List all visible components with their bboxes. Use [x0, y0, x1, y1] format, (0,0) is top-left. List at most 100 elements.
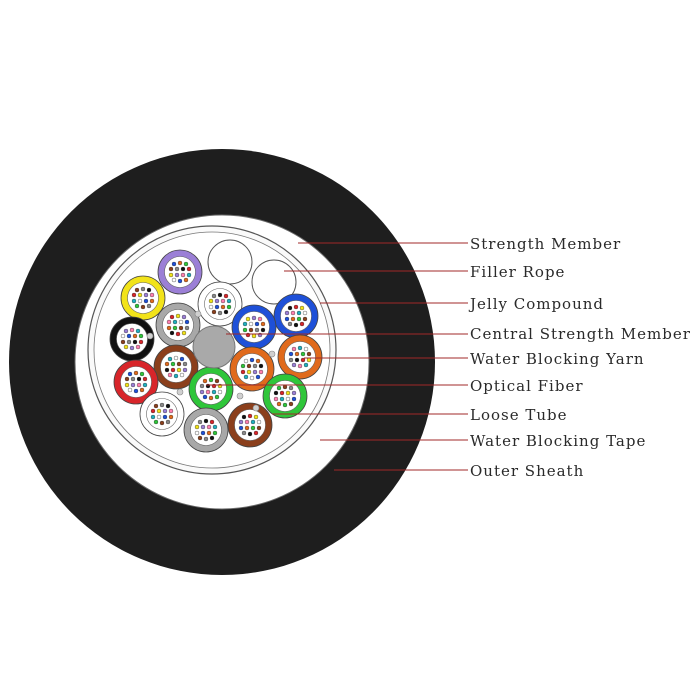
optical-fiber [169, 314, 175, 320]
optical-fiber [291, 346, 297, 352]
loose-tube [139, 391, 185, 437]
optical-fiber [139, 371, 145, 377]
optical-fiber [211, 389, 217, 395]
optical-fiber [247, 413, 253, 419]
optical-fiber [212, 430, 218, 436]
optical-fiber [241, 414, 247, 420]
optical-fiber [173, 355, 179, 361]
loose-tube-group [109, 239, 323, 453]
optical-fiber [245, 316, 251, 322]
optical-fiber [220, 298, 226, 304]
optical-fiber [250, 419, 256, 425]
optical-fiber [306, 357, 312, 363]
optical-fiber [217, 389, 223, 395]
optical-fiber [258, 363, 264, 369]
optical-fiber [146, 303, 152, 309]
optical-fiber [279, 390, 285, 396]
optical-fiber [209, 435, 215, 441]
optical-fiber [252, 369, 258, 375]
label-water-blocking-yarn: Water Blocking Yarn [470, 350, 645, 368]
optical-fiber [279, 396, 285, 402]
optical-fiber [180, 266, 186, 272]
optical-fiber [226, 304, 232, 310]
optical-fiber [170, 367, 176, 373]
optical-fiber [136, 376, 142, 382]
water-blocking-yarn [146, 310, 276, 412]
optical-fiber [242, 321, 248, 327]
optical-fiber [257, 316, 263, 322]
optical-fiber [130, 376, 136, 382]
optical-fiber [130, 382, 136, 388]
optical-fiber [182, 367, 188, 373]
loose-tube [188, 366, 234, 412]
optical-fiber [300, 357, 306, 363]
optical-fiber [291, 362, 297, 368]
optical-fiber [136, 382, 142, 388]
optical-fiber [197, 419, 203, 425]
central-strength-member [192, 325, 236, 369]
optical-fiber [254, 327, 260, 333]
optical-fiber [194, 424, 200, 430]
optical-fiber [282, 402, 288, 408]
optical-fiber [129, 345, 135, 351]
loose-tube [153, 344, 199, 390]
optical-fiber [178, 325, 184, 331]
optical-fiber [249, 375, 255, 381]
optical-fiber [138, 333, 144, 339]
optical-fiber [135, 344, 141, 350]
optical-fiber [180, 272, 186, 278]
optical-fiber [202, 394, 208, 400]
optical-fiber [293, 322, 299, 328]
optical-fiber [226, 298, 232, 304]
loose-tube [231, 304, 277, 350]
optical-fiber [246, 363, 252, 369]
optical-fiber [127, 371, 133, 377]
optical-fiber [126, 333, 132, 339]
label-central-strength-member: Central Strength Member [470, 325, 691, 343]
optical-fiber [290, 310, 296, 316]
optical-fiber [209, 419, 215, 425]
optical-fiber [288, 351, 294, 357]
optical-fiber [282, 384, 288, 390]
optical-fiber [172, 325, 178, 331]
optical-fiber [246, 369, 252, 375]
optical-fiber [299, 321, 305, 327]
optical-fiber [208, 377, 214, 383]
optical-fiber [174, 266, 180, 272]
optical-fiber [254, 321, 260, 327]
optical-fiber [124, 376, 130, 382]
optical-fiber [172, 319, 178, 325]
optical-fiber [138, 339, 144, 345]
optical-fiber [255, 358, 261, 364]
optical-fiber [214, 298, 220, 304]
optical-fiber [306, 351, 312, 357]
optical-fiber [168, 266, 174, 272]
optical-fiber [168, 408, 174, 414]
optical-fiber [173, 373, 179, 379]
optical-fiber [162, 414, 168, 420]
optical-fiber [243, 374, 249, 380]
optical-fiber [248, 321, 254, 327]
optical-fiber [197, 435, 203, 441]
optical-fiber [299, 305, 305, 311]
optical-fiber [247, 431, 253, 437]
optical-fiber [150, 414, 156, 420]
optical-fiber [168, 272, 174, 278]
optical-fiber [120, 333, 126, 339]
optical-fiber [253, 430, 259, 436]
optical-fiber [287, 321, 293, 327]
optical-fiber [276, 385, 282, 391]
optical-fiber [167, 372, 173, 378]
optical-fiber [167, 356, 173, 362]
optical-fiber [140, 286, 146, 292]
optical-fiber [302, 316, 308, 322]
loose-tube [157, 249, 203, 295]
optical-fiber [174, 272, 180, 278]
optical-fiber [186, 266, 192, 272]
optical-fiber [186, 272, 192, 278]
optical-fiber [156, 408, 162, 414]
optical-fiber [137, 292, 143, 298]
loose-tube [229, 346, 275, 392]
optical-fiber [273, 396, 279, 402]
